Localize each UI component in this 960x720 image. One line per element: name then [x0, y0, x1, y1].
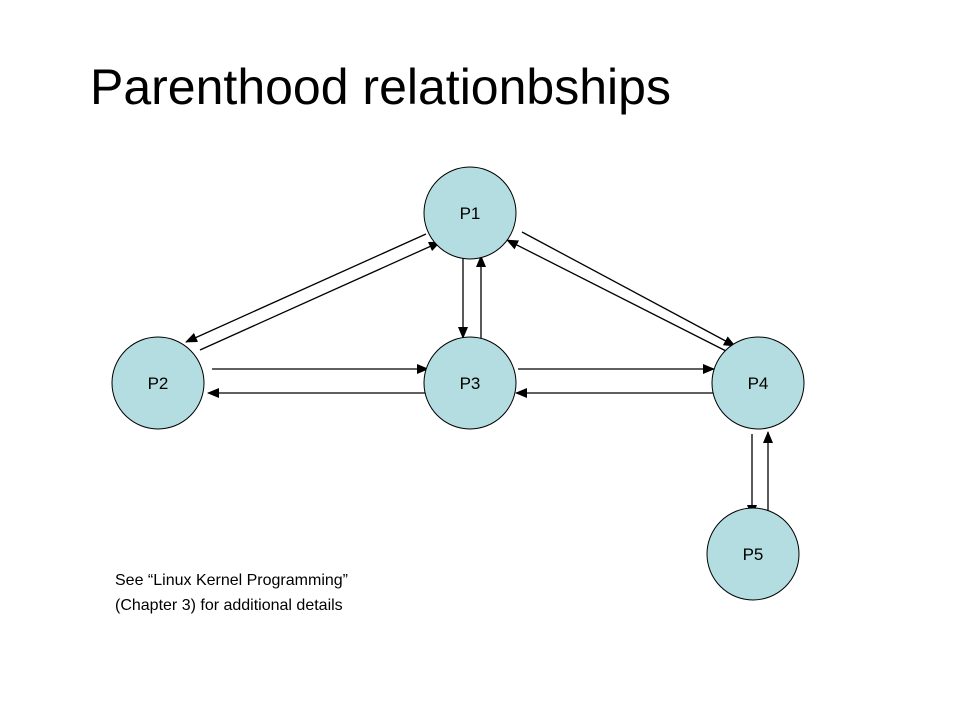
node-p1-label: P1: [460, 204, 481, 223]
edge-p1-to-p2: [185, 233, 427, 343]
edge-p4-to-p1: [506, 239, 729, 353]
node-p3: P3: [423, 336, 517, 430]
edge-p2-to-p1: [199, 241, 441, 351]
node-p4-circle: [711, 336, 805, 430]
node-p4: P4: [711, 336, 805, 430]
node-p4-label: P4: [748, 374, 769, 393]
node-p5: P5: [706, 507, 800, 601]
reference-note-line-2: (Chapter 3) for additional details: [115, 597, 343, 614]
page-title: Parenthood relationbships: [90, 59, 671, 115]
node-p1: P1: [423, 166, 517, 260]
node-p5-circle: [706, 507, 800, 601]
node-p3-circle: [423, 336, 517, 430]
node-p3-label: P3: [460, 374, 481, 393]
node-p2-label: P2: [148, 374, 169, 393]
node-p2: P2: [111, 336, 205, 430]
edge-p1-to-p4: [521, 231, 736, 347]
node-p5-label: P5: [743, 545, 764, 564]
reference-note-line-1: See “Linux Kernel Programming”: [115, 572, 348, 589]
reference-note: See “Linux Kernel Programming” (Chapter …: [115, 568, 348, 618]
node-p2-circle: [111, 336, 205, 430]
node-p1-circle: [423, 166, 517, 260]
